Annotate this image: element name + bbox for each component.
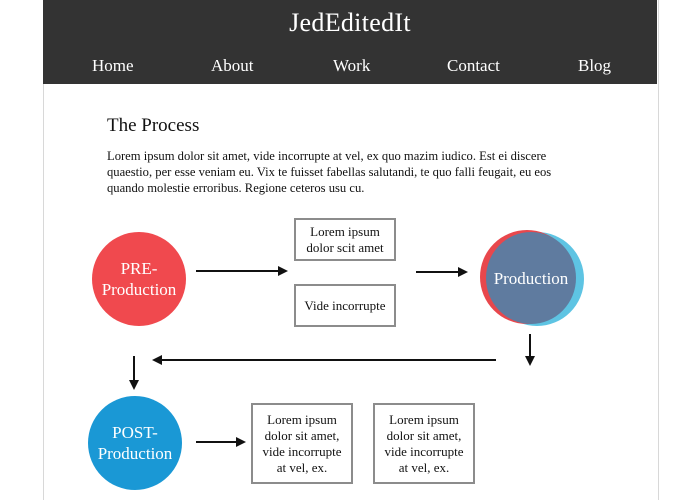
nav-blog[interactable]: Blog — [578, 56, 612, 75]
nav-work[interactable]: Work — [333, 56, 371, 75]
site-title[interactable]: JedEditedIt — [289, 8, 411, 37]
process-box-1: Lorem ipsum dolor scit amet — [294, 218, 396, 261]
pre-production-circle: PRE- Production — [92, 232, 186, 326]
process-box-3: Lorem ipsum dolor sit amet, vide incorru… — [251, 403, 353, 484]
nav-home[interactable]: Home — [92, 56, 134, 75]
process-box-2: Vide incorrupte — [294, 284, 396, 327]
pre-production-label-line1: PRE- — [120, 259, 158, 278]
production-label: Production — [493, 268, 569, 288]
nav-about[interactable]: About — [211, 56, 254, 75]
site-header: JedEditedIt — [43, 0, 657, 84]
section-title: The Process — [107, 115, 200, 136]
nav-contact[interactable]: Contact — [447, 56, 500, 75]
post-production-label-line1: POST- — [112, 423, 158, 442]
post-production-label-line2: Production — [97, 444, 173, 463]
process-box-4: Lorem ipsum dolor sit amet, vide incorru… — [373, 403, 475, 484]
post-production-circle: POST- Production — [88, 396, 182, 490]
production-circle: Production — [486, 232, 576, 324]
pre-production-label-line2: Production — [101, 280, 177, 299]
intro-paragraph: Lorem ipsum dolor sit amet, vide incorru… — [107, 149, 552, 195]
